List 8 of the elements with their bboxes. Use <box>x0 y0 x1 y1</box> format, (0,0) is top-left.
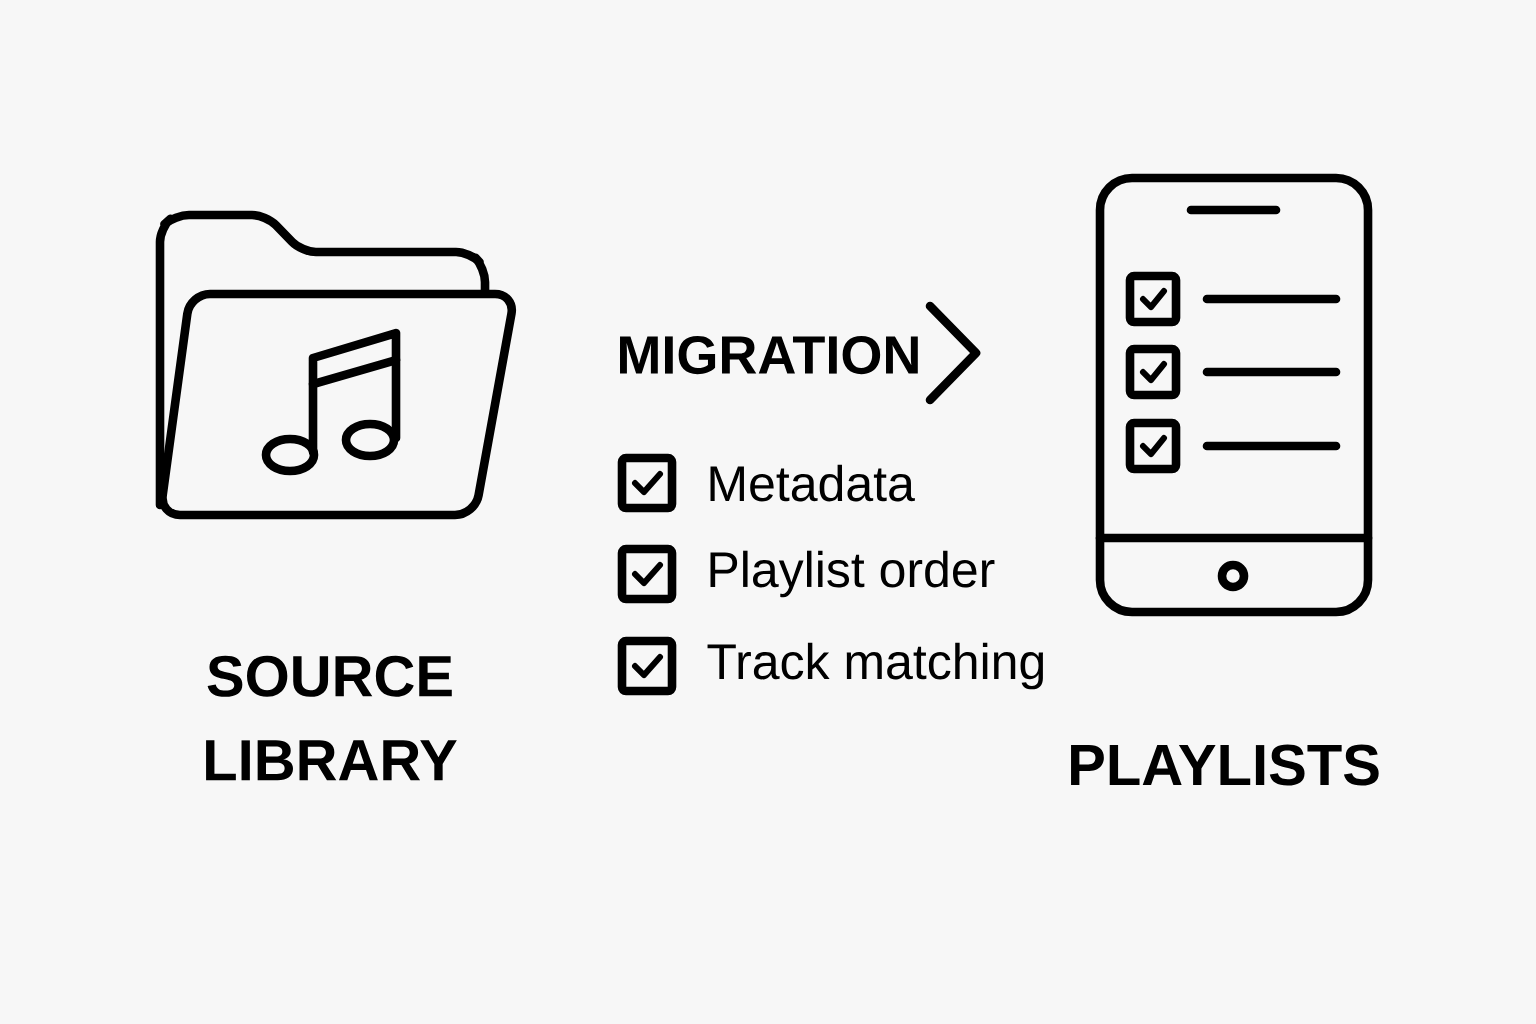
heading: MIGRATION <box>620 335 918 375</box>
checklist-item: Metadata <box>710 464 915 502</box>
phone-drawing <box>1095 173 1373 617</box>
checklist-item: Track matching <box>707 642 1044 690</box>
node-label: PLAYLISTS <box>1071 744 1379 786</box>
checklist-item: Playlist order <box>710 550 995 598</box>
node-label: SOURCE LIBRARY <box>206 655 457 781</box>
folder-drawing <box>155 210 517 520</box>
